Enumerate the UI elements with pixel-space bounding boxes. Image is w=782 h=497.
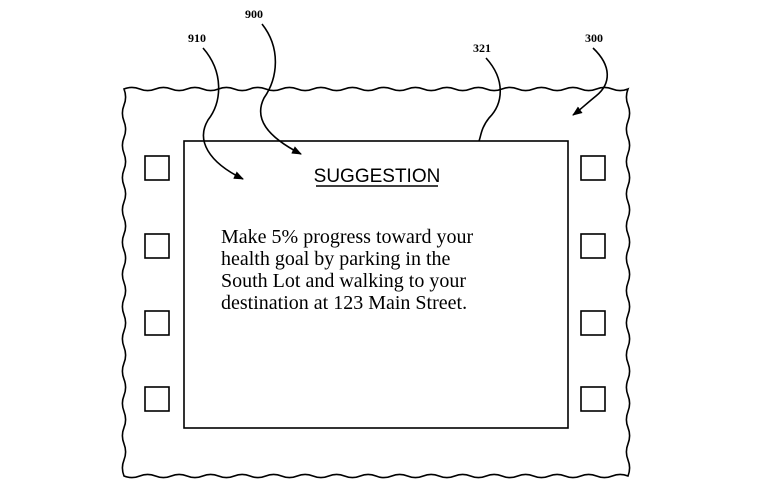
right-side-button-1[interactable] [580,155,606,181]
left-side-button-4[interactable] [144,386,170,412]
leader-line-900 [259,23,302,155]
suggestion-body-line-4: destination at 123 Main Street. [221,292,467,314]
suggestion-title: SUGGESTION [314,166,441,187]
left-side-button-1[interactable] [144,155,170,181]
ref-label-900: 900 [245,7,263,21]
device-housing-outline [121,86,631,479]
suggestion-body-line-1: Make 5% progress toward your [221,226,473,248]
suggestion-body-line-2: health goal by parking in the [221,248,451,270]
left-side-button-3[interactable] [144,310,170,336]
ref-label-300: 300 [585,31,603,45]
right-side-button-4[interactable] [580,386,606,412]
ref-label-910: 910 [188,31,206,45]
leader-line-321 [478,57,501,142]
suggestion-body-line-3: South Lot and walking to your [221,270,466,292]
leader-line-300 [572,47,609,116]
right-side-buttons [580,155,606,412]
display-screen [183,140,569,429]
left-side-buttons [144,155,170,412]
left-side-button-2[interactable] [144,233,170,259]
right-side-button-3[interactable] [580,310,606,336]
right-side-button-2[interactable] [580,233,606,259]
leader-line-910 [202,47,244,180]
ref-label-321: 321 [473,41,491,55]
